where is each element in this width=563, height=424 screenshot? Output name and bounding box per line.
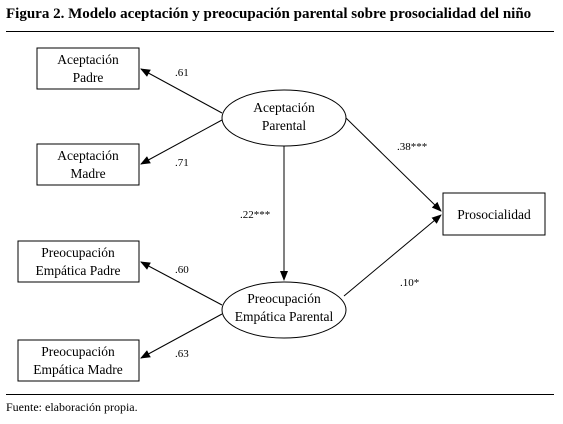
arrow-pe-to-preocupacion-padre [140, 261, 223, 306]
label-preocupacion-parental-1: Preocupación [247, 291, 321, 306]
arrow-pe-to-prosocialidad [343, 214, 442, 297]
label-preocupacion-madre-2: Empática Madre [33, 362, 123, 377]
label-aceptacion-padre-1: Aceptación [57, 52, 119, 67]
figure-title: Figura 2. Modelo aceptación y preocupaci… [6, 6, 532, 22]
ellipse-preocupacion-parental [221, 281, 347, 339]
arrow-ap-to-prosocialidad [345, 117, 442, 212]
coef-pe-to-prosocialidad: .10* [400, 277, 419, 289]
bottom-rule [6, 394, 554, 395]
coef-preocupacion-madre: .63 [175, 348, 189, 360]
box-aceptacion-madre [36, 143, 140, 186]
arrow-pe-to-preocupacion-madre [140, 313, 223, 359]
label-preocupacion-padre-1: Preocupación [41, 245, 115, 260]
source-note: Fuente: elaboración propia. [6, 400, 138, 414]
arrow-ap-to-aceptacion-padre [140, 68, 223, 114]
label-preocupacion-madre-1: Preocupación [41, 344, 115, 359]
coef-aceptacion-padre: .61 [175, 67, 189, 79]
label-aceptacion-madre-2: Madre [70, 166, 105, 181]
label-preocupacion-parental-2: Empática Parental [235, 309, 334, 324]
label-aceptacion-parental-1: Aceptación [253, 100, 315, 115]
label-preocupacion-padre-2: Empática Padre [35, 263, 120, 278]
box-preocupacion-madre [17, 339, 140, 382]
box-aceptacion-padre [36, 47, 140, 90]
coef-preocupacion-padre: .60 [175, 264, 189, 276]
label-prosocialidad: Prosocialidad [457, 207, 531, 222]
top-rule [6, 31, 554, 32]
box-prosocialidad [442, 192, 546, 236]
coef-ap-to-pe: .22*** [240, 209, 270, 221]
coef-ap-to-prosocialidad: .38*** [397, 141, 427, 153]
label-aceptacion-padre-2: Padre [73, 70, 104, 85]
box-preocupacion-padre [17, 240, 140, 283]
coef-aceptacion-madre: .71 [175, 157, 189, 169]
label-aceptacion-madre-1: Aceptación [57, 148, 119, 163]
arrow-ap-to-aceptacion-madre [140, 119, 223, 165]
label-aceptacion-parental-2: Parental [262, 118, 306, 133]
